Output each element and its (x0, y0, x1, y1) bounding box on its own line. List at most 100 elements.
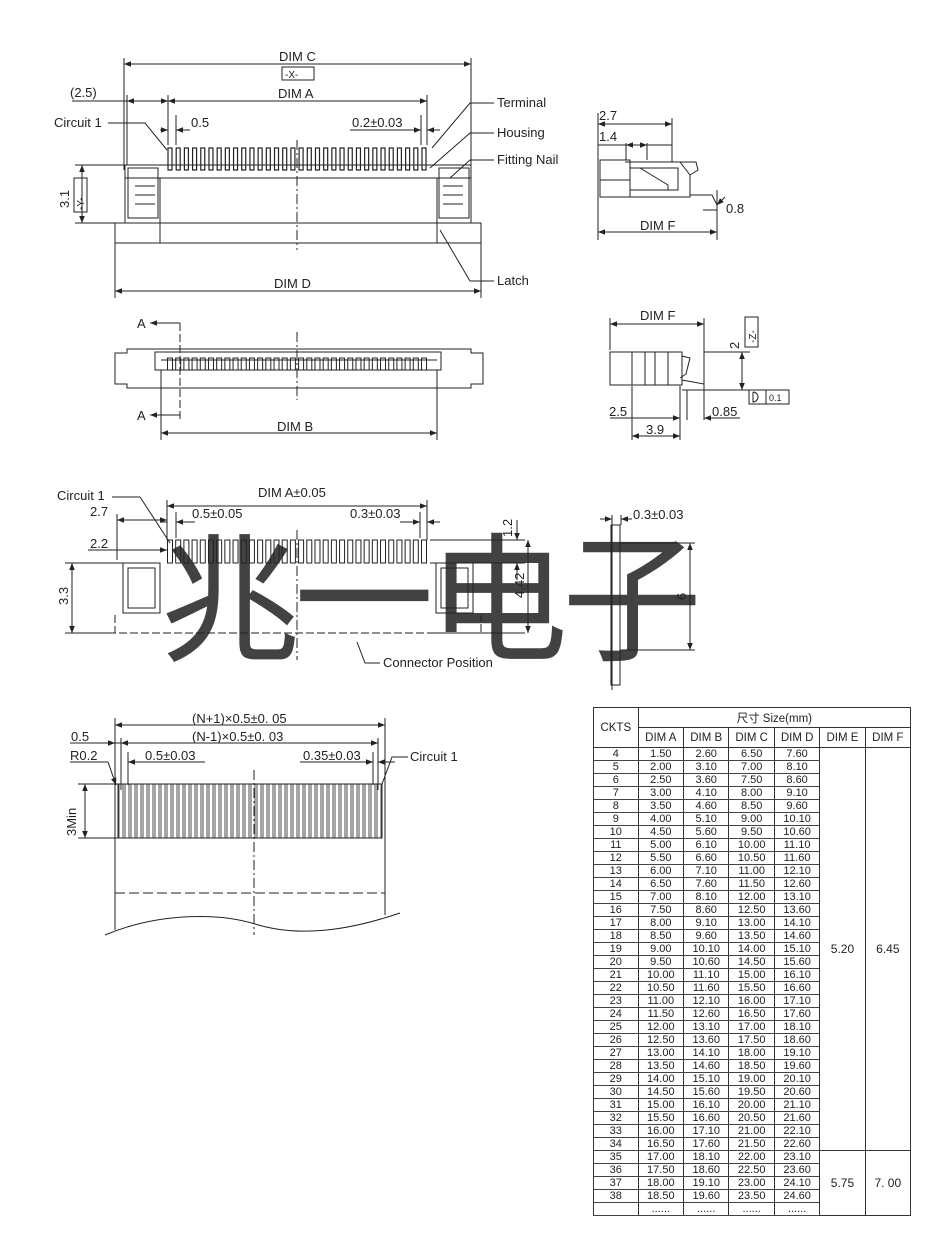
dim-cell: 10.50 (637, 981, 685, 995)
fpc-finger (238, 783, 244, 839)
side2-085: 0.85 (712, 404, 737, 419)
terminal (380, 147, 386, 171)
dim-cell: 20.10 (773, 1072, 821, 1086)
terminal (191, 357, 198, 371)
terminal (200, 147, 206, 171)
ckts-cell: 37 (593, 1176, 639, 1190)
fpc-labels: (N+1)×0.5±0. 05 (N-1)×0.5±0. 03 0.5 R0.2… (64, 711, 458, 836)
dim-cell: 14.50 (728, 955, 775, 969)
pcb-pad (388, 539, 395, 564)
fpc-finger (196, 783, 202, 839)
fpc-finger (346, 783, 352, 839)
fpc-finger (118, 783, 124, 839)
terminal (364, 147, 370, 171)
terminal (241, 147, 247, 171)
spec-table: CKTS 尺寸 Size(mm) DIM A DIM B DIM C DIM D… (593, 707, 912, 1216)
dim-cell: 6.00 (637, 864, 685, 878)
terminal (175, 357, 182, 371)
terminal (216, 147, 222, 171)
dim-cell: 4.10 (683, 786, 730, 800)
pcb-pad (412, 539, 419, 564)
terminal (191, 147, 198, 171)
fpc-r02: R0.2 (70, 748, 97, 763)
side2-2: 2 (727, 342, 742, 349)
dim-cell: 11.60 (773, 851, 821, 865)
dim-cell: ...... (683, 1202, 730, 1216)
fpc-finger (244, 783, 250, 839)
bottom-view-labels: A A DIM B (137, 316, 313, 434)
dim-cell: 8.50 (637, 929, 685, 943)
pitch-tol-label: 0.2±0.03 (352, 115, 403, 130)
ckts-cell: 9 (593, 812, 639, 826)
pcb-pitch: 0.5±0.05 (192, 506, 243, 521)
terminal (199, 357, 206, 371)
dim-cell: 7.60 (683, 877, 730, 891)
height-31-label: 3.1 (57, 190, 72, 208)
fpc-finger (214, 783, 220, 839)
dim-cell: 8.00 (637, 916, 685, 930)
pcb-pad (396, 539, 403, 564)
terminal (232, 357, 239, 371)
dim-cell: 22.50 (728, 1163, 775, 1177)
terminal (207, 357, 214, 371)
pcb-pad (167, 539, 173, 564)
dim-cell: 11.60 (683, 981, 730, 995)
ckts-cell: 13 (593, 864, 639, 878)
pcb-03: 0.3±0.03 (633, 507, 684, 522)
pcb-circuit1: Circuit 1 (57, 488, 105, 503)
fpc-finger (298, 783, 304, 839)
pcb-pad (207, 539, 214, 564)
terminal (298, 147, 304, 171)
dim-cell: 18.50 (728, 1059, 775, 1073)
dim-cell: 23.60 (773, 1163, 821, 1177)
dim-cell: 15.60 (773, 955, 821, 969)
header-dim-a: DIM A (637, 727, 685, 748)
dim-cell: 21.10 (773, 1098, 821, 1112)
fpc-finger (364, 783, 370, 839)
dim-cell: 10.60 (683, 955, 730, 969)
terminal (257, 357, 264, 371)
fpc-finger (352, 783, 358, 839)
pcb-27: 2.7 (90, 504, 108, 519)
pcb-dim-a: DIM A±0.05 (258, 485, 326, 500)
housing-label: Housing (497, 125, 545, 140)
terminal (183, 357, 190, 371)
pcb-6: 6 (674, 593, 689, 600)
ckts-cell: 33 (593, 1124, 639, 1138)
fpc-finger (160, 783, 166, 839)
terminal (347, 147, 353, 171)
fitting-nail-label: Fitting Nail (497, 152, 559, 167)
connector-position-label: Connector Position (383, 655, 493, 670)
dim-cell: 10.50 (728, 851, 775, 865)
top-view (72, 58, 494, 298)
terminal (265, 357, 272, 371)
latch-label: Latch (497, 273, 529, 288)
dim-cell: 10.00 (637, 968, 685, 982)
fpc-finger (232, 783, 238, 839)
dim-cell: 14.10 (683, 1046, 730, 1060)
pcb-442: 4.42 (512, 573, 527, 598)
terminal (232, 147, 239, 171)
fpc-layout (70, 718, 408, 936)
dim-cell: 16.10 (683, 1098, 730, 1112)
dim-cell: 11.50 (637, 1007, 685, 1021)
dim-cell: 22.00 (728, 1150, 775, 1164)
pcb-pad (248, 539, 255, 564)
fpc-finger (268, 783, 274, 839)
terminal (331, 147, 337, 171)
fpc-finger (136, 783, 142, 839)
dim-b-label: DIM B (277, 419, 313, 434)
dim-cell: 8.00 (728, 786, 775, 800)
dim-cell: 17.10 (773, 994, 821, 1008)
